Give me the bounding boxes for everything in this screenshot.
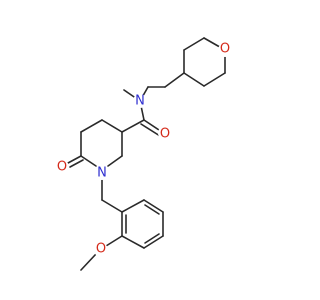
bond [144, 204, 160, 215]
amide-oxygen-label: O [160, 127, 170, 142]
molecule-structure: O N O O N O [55, 37, 232, 271]
bond [143, 199, 164, 213]
bond [101, 119, 123, 133]
lactam-oxygen: O [55, 160, 69, 175]
bond-lines [67, 37, 226, 271]
bond [67, 155, 82, 164]
methoxy-oxygen: O [94, 242, 108, 257]
bond [105, 235, 123, 247]
bond [80, 119, 103, 133]
lactam-oxygen-label: O [57, 160, 67, 175]
ring-nitrogen: N [95, 166, 109, 181]
bond [183, 37, 205, 51]
amide-oxygen: O [158, 126, 172, 142]
bond [107, 155, 123, 167]
bond [101, 199, 123, 213]
bond [203, 72, 226, 87]
oxane-oxygen: O [218, 42, 232, 57]
bond [80, 155, 97, 167]
bond [121, 199, 145, 213]
atom-labels: O N O O N O [55, 42, 232, 257]
bond [121, 235, 145, 249]
bond [80, 253, 97, 271]
oxane-oxygen-label: O [220, 42, 230, 57]
bond [143, 235, 164, 249]
bond [140, 123, 161, 137]
methoxy-oxygen-label: O [96, 242, 106, 257]
bond [121, 119, 145, 133]
bond [144, 233, 160, 244]
bond [69, 159, 84, 168]
bond [164, 72, 185, 88]
ring-nitrogen-label: N [97, 166, 107, 181]
bond [183, 72, 205, 87]
amide-nitrogen: N [133, 94, 147, 109]
amide-nitrogen-label: N [135, 94, 145, 109]
